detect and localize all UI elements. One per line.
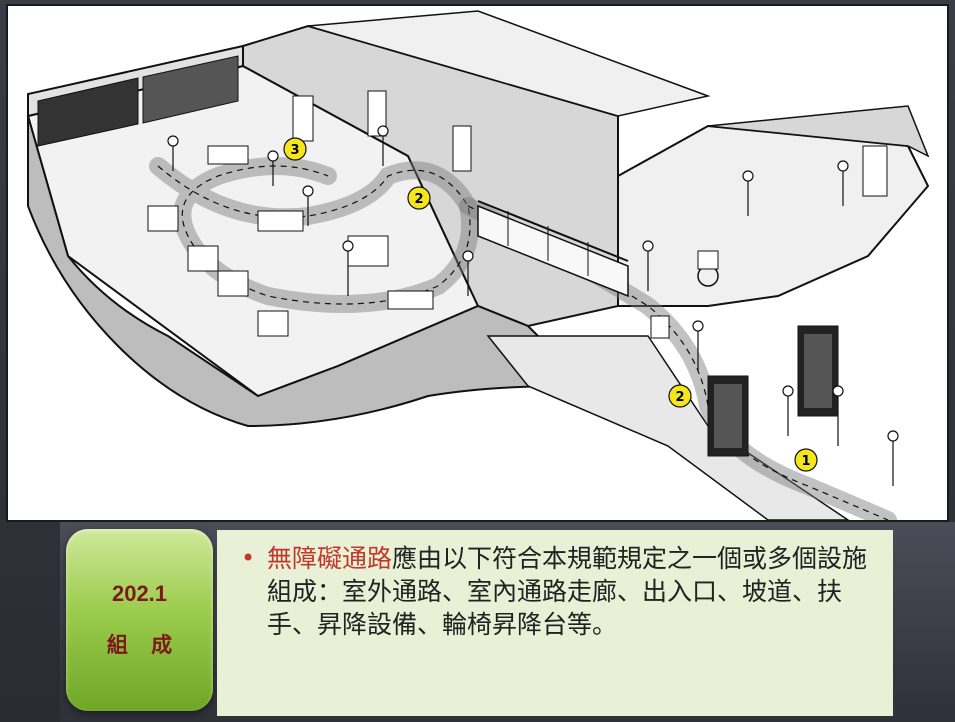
svg-text:2: 2 bbox=[675, 390, 684, 405]
text-panel: • 無障礙通路應由以下符合本規範規定之一個或多個設施組成：室外通路、室內通路走廊… bbox=[217, 530, 893, 716]
section-badge: 202.1 組 成 bbox=[66, 529, 213, 711]
building-illustration: 1 2 2 3 bbox=[6, 4, 949, 522]
svg-text:2: 2 bbox=[414, 192, 423, 207]
bullet-dot-icon: • bbox=[241, 544, 256, 572]
route-marker-3: 3 bbox=[283, 137, 307, 161]
route-marker-2-upper: 2 bbox=[407, 186, 431, 210]
route-marker-2-lower: 2 bbox=[668, 384, 692, 408]
route-marker-1: 1 bbox=[794, 448, 818, 472]
section-title: 組 成 bbox=[106, 633, 181, 657]
bullet-highlight: 無障礙通路 bbox=[267, 544, 393, 573]
bullet-body: 應由以下符合本規範規定之一個或多個設施組成：室外通路、室內通路走廊、出入口、坡道… bbox=[267, 544, 868, 639]
bullet-text: 無障礙通路應由以下符合本規範規定之一個或多個設施組成：室外通路、室內通路走廊、出… bbox=[267, 542, 873, 641]
svg-text:3: 3 bbox=[290, 143, 299, 158]
svg-text:1: 1 bbox=[801, 454, 810, 469]
bullet-item: • 無障礙通路應由以下符合本規範規定之一個或多個設施組成：室外通路、室內通路走廊… bbox=[241, 542, 873, 641]
section-number: 202.1 bbox=[111, 581, 168, 606]
